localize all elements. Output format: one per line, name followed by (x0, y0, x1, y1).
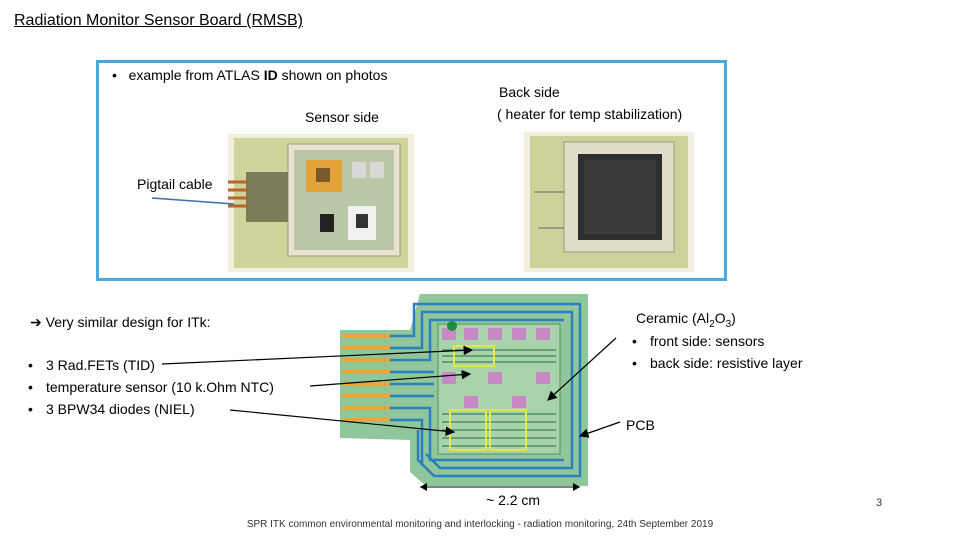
page-number: 3 (876, 497, 883, 509)
photo-bullet-prefix: example from ATLAS (128, 67, 264, 83)
photo-bullet-suffix: shown on photos (277, 67, 388, 83)
ceramic-mid: O (714, 310, 726, 326)
itk-heading: ➔ Very similar design for ITk: (30, 314, 211, 331)
page-title: Radiation Monitor Sensor Board (RMSB) (14, 12, 304, 29)
pcb-label: PCB (626, 417, 655, 433)
itk-item: 3 Rad.FETs (TID) (26, 354, 274, 376)
ceramic-item: front side: sensors (630, 330, 803, 352)
back-side-photo (524, 132, 694, 272)
itk-list: 3 Rad.FETs (TID) temperature sensor (10 … (26, 354, 274, 420)
bullet-dot: • (112, 67, 129, 83)
ceramic-title: Ceramic (Al2O3) (636, 310, 736, 330)
itk-item: 3 BPW34 diodes (NIEL) (26, 398, 274, 420)
arrow-right-icon: ➔ (30, 314, 42, 330)
back-side-label-note: ( heater for temp stabilization) (497, 106, 683, 122)
itk-heading-text: Very similar design for ITk: (45, 314, 211, 330)
pcb-diagram (340, 294, 588, 486)
pigtail-label: Pigtail cable (137, 176, 213, 192)
ceramic-sub1: 2 (709, 318, 715, 330)
back-side-label: Back side (499, 84, 560, 100)
pigtail-arrow (151, 197, 235, 205)
photo-bullet-bold: ID (263, 67, 278, 83)
ceramic-sub2: 3 (725, 318, 732, 330)
footer: SPR ITK common environmental monitoring … (246, 519, 714, 530)
ceramic-title-prefix: Ceramic (Al (636, 310, 710, 326)
sensor-side-photo (228, 134, 414, 272)
itk-item: temperature sensor (10 k.Ohm NTC) (26, 376, 274, 398)
photo-frame (96, 60, 727, 281)
sensor-side-label: Sensor side (305, 109, 379, 125)
dimension-label: ~ 2.2 cm (486, 492, 541, 508)
ceramic-item: back side: resistive layer (630, 352, 803, 374)
dimension-arrow (420, 483, 580, 491)
photo-bullet: • example from ATLAS ID shown on photos (112, 67, 387, 83)
ceramic-list: front side: sensors back side: resistive… (630, 330, 803, 374)
ceramic-title-suffix: ) (731, 310, 736, 326)
